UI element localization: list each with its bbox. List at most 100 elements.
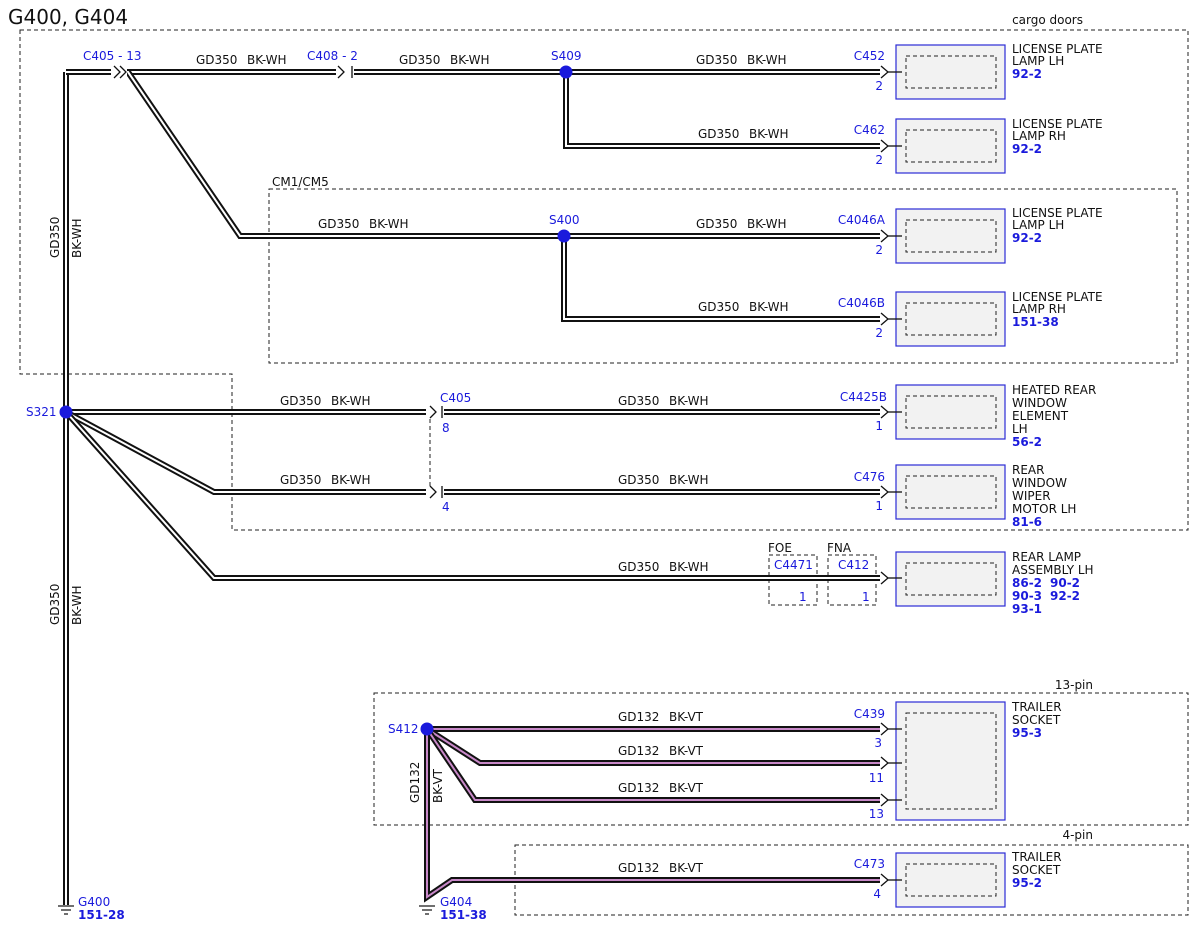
13-pin-label: 13-pin <box>1055 678 1093 692</box>
wire-label: BK-VT <box>431 768 445 803</box>
svg-text:4: 4 <box>873 887 881 901</box>
svg-text:1: 1 <box>875 499 883 513</box>
svg-text:WIPER: WIPER <box>1012 489 1051 503</box>
svg-text:C439: C439 <box>854 707 885 721</box>
4-pin-label: 4-pin <box>1062 828 1093 842</box>
svg-text:86-2: 86-2 <box>1012 576 1042 590</box>
svg-text:95-3: 95-3 <box>1012 726 1042 740</box>
component-license-plate-lamp-lh-cm: C4046A 2 LICENSE PLATE LAMP LH 92-2 <box>838 206 1103 264</box>
svg-text:151-28: 151-28 <box>78 908 125 922</box>
c405-connector-icon <box>429 405 437 419</box>
s400-splice <box>557 229 571 243</box>
wire-label: GD350 <box>48 217 62 258</box>
svg-text:93-1: 93-1 <box>1012 602 1042 616</box>
svg-text:REAR LAMP: REAR LAMP <box>1012 550 1081 564</box>
svg-text:ELEMENT: ELEMENT <box>1012 409 1069 423</box>
wire-label: BK-WH <box>747 53 787 67</box>
wire-label: BK-VT <box>669 744 704 758</box>
wire-label: BK-WH <box>749 127 789 141</box>
s409-splice <box>559 65 573 79</box>
gd350-wires <box>63 69 880 905</box>
c412-pin: 1 <box>862 590 870 604</box>
svg-text:REAR: REAR <box>1012 463 1044 477</box>
s409-label: S409 <box>551 49 582 63</box>
13-pin-region <box>373 692 1189 826</box>
c4471-pin: 1 <box>799 590 807 604</box>
wire-label: BK-WH <box>747 217 787 231</box>
svg-text:LH: LH <box>1012 422 1028 436</box>
wire-label: GD350 <box>618 394 659 408</box>
wire-label: BK-VT <box>669 861 704 875</box>
ground-g400: G400 151-28 <box>58 895 125 922</box>
svg-text:92-2: 92-2 <box>1012 231 1042 245</box>
svg-text:ASSEMBLY LH: ASSEMBLY LH <box>1012 563 1094 577</box>
cm-region-label: CM1/CM5 <box>272 175 329 189</box>
component-rear-window-wiper-motor: C476 1 REAR WINDOW WIPER MOTOR LH 81-6 <box>854 463 1077 529</box>
svg-text:TRAILER: TRAILER <box>1011 700 1062 714</box>
wire-label: GD350 <box>618 473 659 487</box>
svg-text:2: 2 <box>875 79 883 93</box>
wire-label: BK-WH <box>369 217 409 231</box>
cargo-doors-region <box>19 29 1189 531</box>
wire-label: GD350 <box>280 473 321 487</box>
svg-text:151-38: 151-38 <box>440 908 487 922</box>
wire-label: BK-WH <box>749 300 789 314</box>
svg-text:WINDOW: WINDOW <box>1012 476 1067 490</box>
component-license-plate-lamp-rh-cm: C4046B 2 LICENSE PLATE LAMP RH 151-38 <box>838 290 1103 347</box>
wire-label: GD350 <box>196 53 237 67</box>
component-heated-rear-window-element: C4425B 1 HEATED REAR WINDOW ELEMENT LH 5… <box>840 383 1096 449</box>
svg-text:LAMP RH: LAMP RH <box>1012 302 1066 316</box>
svg-text:C473: C473 <box>854 857 885 871</box>
svg-text:151-38: 151-38 <box>1012 315 1059 329</box>
component-license-plate-lamp-rh: C462 2 LICENSE PLATE LAMP RH 92-2 <box>854 117 1103 174</box>
wire-label: GD350 <box>48 584 62 625</box>
c405-pin4: 4 <box>442 500 450 514</box>
svg-text:MOTOR LH: MOTOR LH <box>1012 502 1076 516</box>
svg-text:G400: G400 <box>78 895 110 909</box>
svg-text:SOCKET: SOCKET <box>1012 713 1061 727</box>
s412-label: S412 <box>388 722 419 736</box>
svg-text:SOCKET: SOCKET <box>1012 863 1061 877</box>
wire-label: BK-WH <box>331 394 371 408</box>
ground-g404: G404 151-38 <box>419 895 487 922</box>
svg-text:C4046A: C4046A <box>838 213 886 227</box>
svg-text:G404: G404 <box>440 895 472 909</box>
wire-label: GD132 <box>618 710 659 724</box>
svg-text:2: 2 <box>875 153 883 167</box>
svg-text:LAMP LH: LAMP LH <box>1012 218 1064 232</box>
svg-text:81-6: 81-6 <box>1012 515 1042 529</box>
wire-label: GD132 <box>618 861 659 875</box>
component-rear-lamp-assembly: REAR LAMP ASSEMBLY LH 86-2 90-2 90-3 92-… <box>880 550 1094 616</box>
s412-splice <box>420 722 434 736</box>
wire-label: GD350 <box>399 53 440 67</box>
svg-text:13: 13 <box>869 807 884 821</box>
gd132-wires <box>424 726 880 903</box>
wire-label: BK-WH <box>247 53 287 67</box>
wire-label: BK-VT <box>669 710 704 724</box>
svg-text:LICENSE PLATE: LICENSE PLATE <box>1012 206 1103 220</box>
component-trailer-socket-4-pin: C473 4 TRAILER SOCKET 95-2 <box>854 850 1062 908</box>
wire-label: BK-WH <box>70 585 84 625</box>
svg-text:LAMP LH: LAMP LH <box>1012 54 1064 68</box>
fna-label: FNA <box>827 541 852 555</box>
svg-text:LAMP RH: LAMP RH <box>1012 129 1066 143</box>
svg-text:2: 2 <box>875 243 883 257</box>
cm-region <box>268 188 1178 364</box>
wire-label: GD350 <box>698 300 739 314</box>
c408-2-label: C408 - 2 <box>307 49 358 63</box>
svg-text:92-2: 92-2 <box>1012 142 1042 156</box>
c405-pin4-connector-icon <box>429 485 437 499</box>
svg-text:56-2: 56-2 <box>1012 435 1042 449</box>
wire-labels: GD350 BK-WH GD350 BK-WH GD350 BK-WH GD35… <box>48 53 789 875</box>
wire-label: GD350 <box>318 217 359 231</box>
svg-text:LICENSE PLATE: LICENSE PLATE <box>1012 290 1103 304</box>
wire-label: GD350 <box>696 217 737 231</box>
component-license-plate-lamp-lh: C452 2 LICENSE PLATE LAMP LH 92-2 <box>854 42 1103 100</box>
svg-text:C4046B: C4046B <box>838 296 885 310</box>
wire-label: BK-WH <box>331 473 371 487</box>
s321-splice <box>59 405 73 419</box>
svg-text:2: 2 <box>875 326 883 340</box>
c412-label: C412 <box>838 558 869 572</box>
svg-text:11: 11 <box>869 771 884 785</box>
